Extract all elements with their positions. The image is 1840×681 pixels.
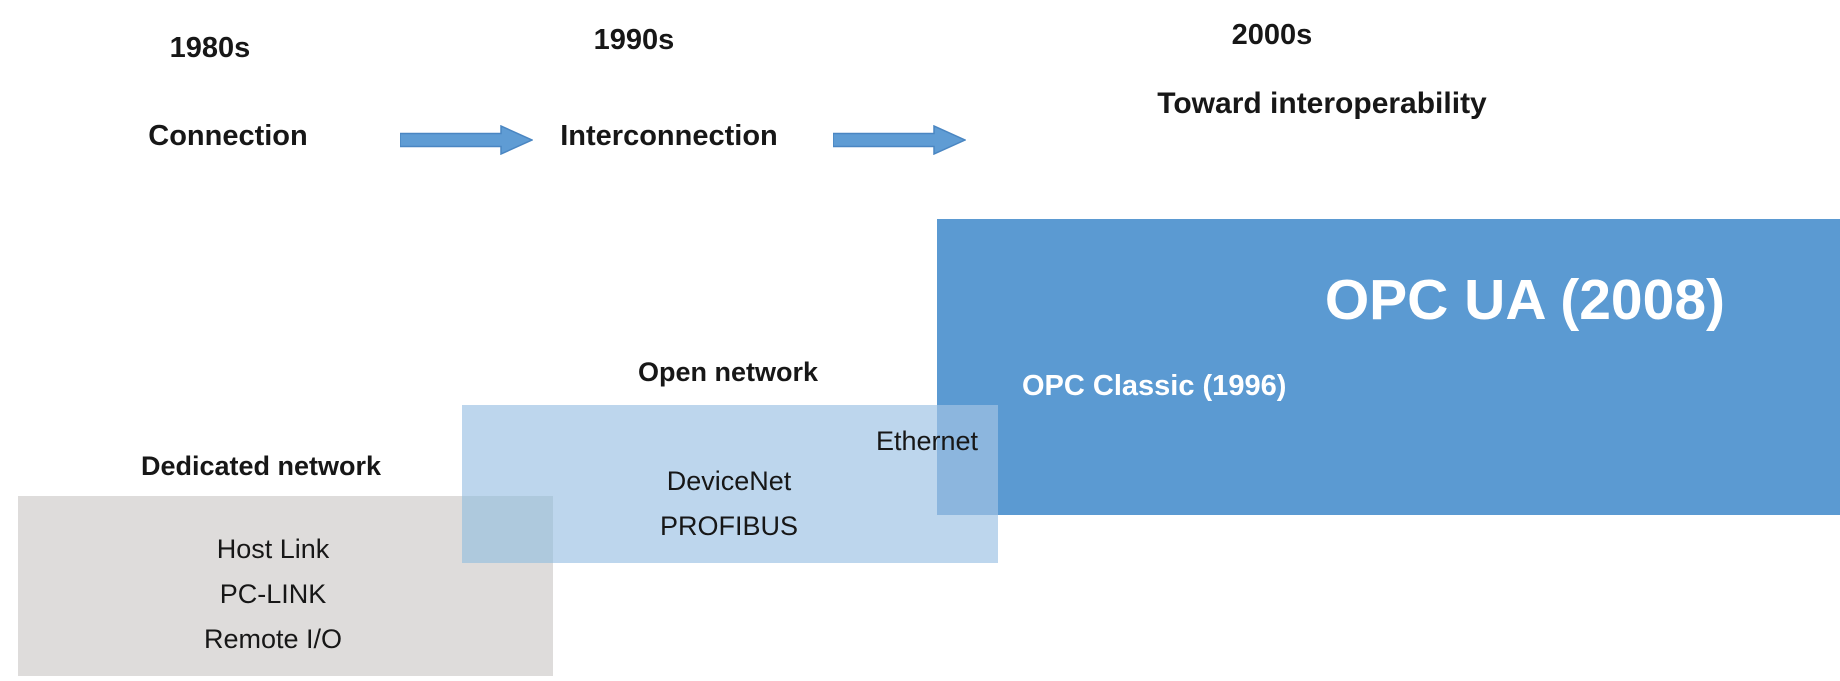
ethernet-label: Ethernet	[875, 426, 979, 456]
list-item: PROFIBUS	[659, 511, 799, 541]
decade-label-1990s: 1990s	[593, 24, 675, 56]
open-interop-overlap-region	[937, 405, 998, 515]
opc-ua-label: OPC UA (2008)	[1324, 268, 1725, 332]
list-item: DeviceNet	[666, 466, 792, 496]
list-item: Remote I/O	[203, 624, 343, 654]
phase-label-interconnection: Interconnection	[560, 120, 778, 152]
right-arrow-icon	[833, 125, 966, 155]
phase-label-connection: Connection	[148, 120, 308, 152]
phase-label-toward-interoperability: Toward interoperability	[1157, 87, 1487, 120]
list-item: Host Link	[216, 534, 330, 564]
decade-label-1980s: 1980s	[169, 32, 251, 64]
dedicated-network-items: Host Link PC-LINK Remote I/O	[98, 527, 448, 662]
dedicated-network-title: Dedicated network	[140, 451, 382, 481]
interoperability-box	[937, 219, 1840, 515]
dedicated-open-overlap-region	[462, 496, 553, 563]
open-network-items: DeviceNet PROFIBUS	[579, 459, 879, 549]
open-network-title: Open network	[637, 357, 819, 387]
opc-classic-label: OPC Classic (1996)	[1022, 370, 1287, 402]
right-arrow-icon	[400, 125, 533, 155]
decade-label-2000s: 2000s	[1231, 19, 1313, 51]
list-item: PC-LINK	[219, 579, 327, 609]
